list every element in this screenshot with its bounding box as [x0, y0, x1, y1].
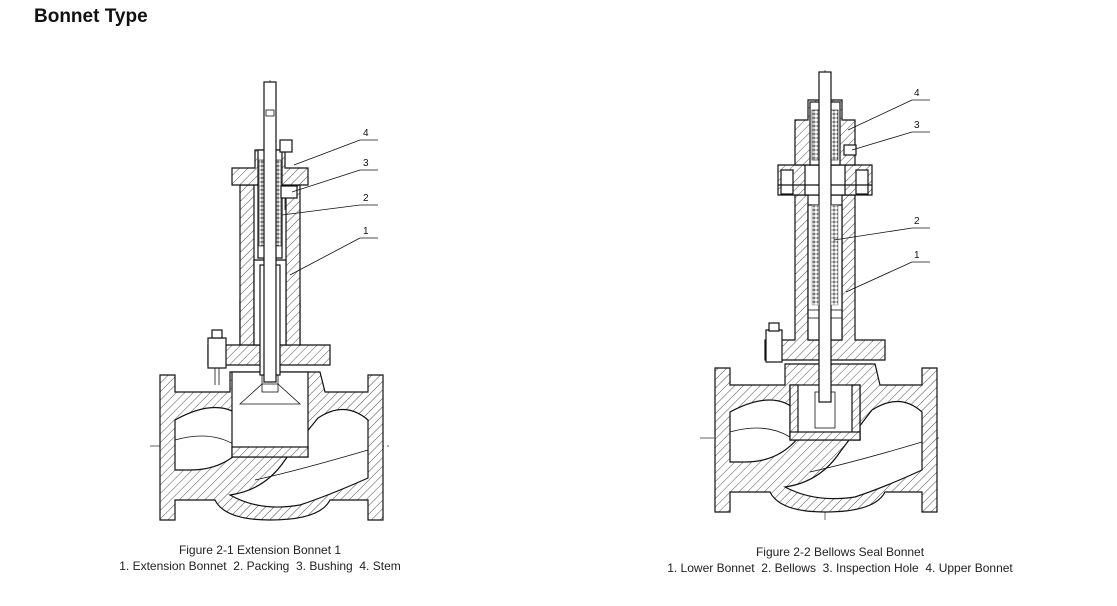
label-1: 1 [914, 250, 920, 261]
label-2: 2 [363, 193, 369, 204]
figure-extension-bonnet: 4 3 2 1 [150, 80, 392, 521]
figure2-caption: Figure 2-2 Bellows Seal Bonnet 1. Lower … [560, 544, 1117, 576]
figure2-caption-parts: 1. Lower Bonnet 2. Bellows 3. Inspection… [667, 561, 1013, 575]
figure2-caption-title: Figure 2-2 Bellows Seal Bonnet [755, 545, 925, 559]
figure1-caption: Figure 2-1 Extension Bonnet 1 1. Extensi… [40, 542, 480, 574]
figure1-caption-title: Figure 2-1 Extension Bonnet 1 [178, 543, 342, 557]
label-1: 1 [363, 226, 369, 237]
label-4: 4 [363, 128, 369, 139]
label-4: 4 [914, 88, 920, 99]
figure1-caption-parts: 1. Extension Bonnet 2. Packing 3. Bushin… [119, 559, 401, 573]
label-3: 3 [363, 158, 369, 169]
figure-bellows-seal-bonnet: 4 3 2 1 [700, 70, 940, 520]
section-title: Bonnet Type [34, 6, 148, 27]
label-3: 3 [914, 120, 920, 131]
label-2: 2 [914, 216, 920, 227]
